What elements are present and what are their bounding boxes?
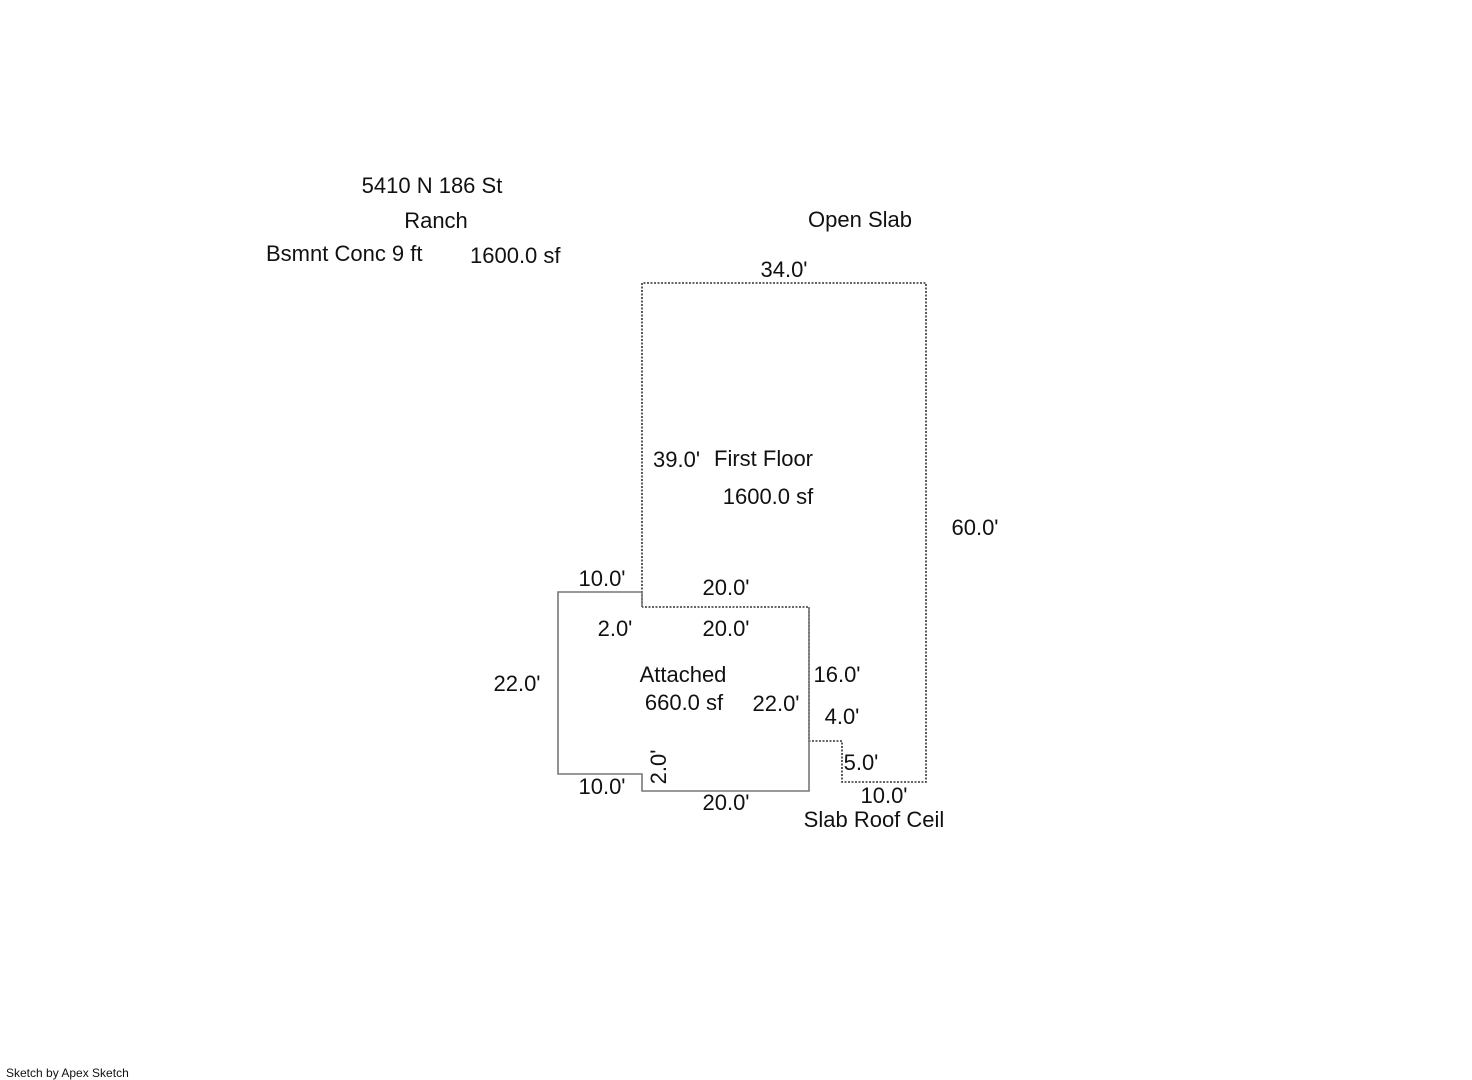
dimension-garage-right: 22.0': [752, 691, 799, 716]
dimension-garage-inner-top: 20.0': [702, 616, 749, 641]
dimension-slab-bottom: 10.0': [860, 783, 907, 808]
dimension-garage-top-step: 20.0': [702, 575, 749, 600]
dimension-notch-step: 4.0': [825, 704, 860, 729]
dimension-garage-left: 22.0': [493, 671, 540, 696]
dimension-notch-vertical: 16.0': [813, 662, 860, 687]
address-label: 5410 N 186 St: [362, 173, 503, 198]
dimension-top: 34.0': [760, 257, 807, 282]
dimension-left-upper: 39.0': [653, 447, 700, 472]
dimension-slab-side: 5.0': [844, 750, 879, 775]
sketch-credit: Sketch by Apex Sketch: [6, 1066, 129, 1080]
dimension-garage-top-left: 10.0': [578, 566, 625, 591]
open-slab-label: Open Slab: [808, 207, 912, 232]
dimension-garage-bottom-step: 2.0': [646, 750, 671, 785]
garage-outline: [557, 591, 810, 792]
garage-label: Attached: [640, 662, 727, 687]
first-floor-area-label: 1600.0 sf: [723, 484, 814, 509]
slab-roof-label: Slab Roof Ceil: [804, 807, 945, 832]
dimension-right: 60.0': [951, 515, 998, 540]
dimension-garage-bottom-left: 10.0': [578, 774, 625, 799]
garage-area-label: 660.0 sf: [645, 690, 724, 715]
first-floor-outline: [641, 282, 927, 783]
dimension-garage-bottom: 20.0': [702, 790, 749, 815]
first-floor-label: First Floor: [714, 446, 813, 471]
basement-area-label: 1600.0 sf: [470, 243, 561, 268]
dimension-garage-inner-left: 2.0': [598, 616, 633, 641]
basement-label: Bsmnt Conc 9 ft: [266, 241, 423, 266]
house-style-label: Ranch: [404, 208, 468, 233]
